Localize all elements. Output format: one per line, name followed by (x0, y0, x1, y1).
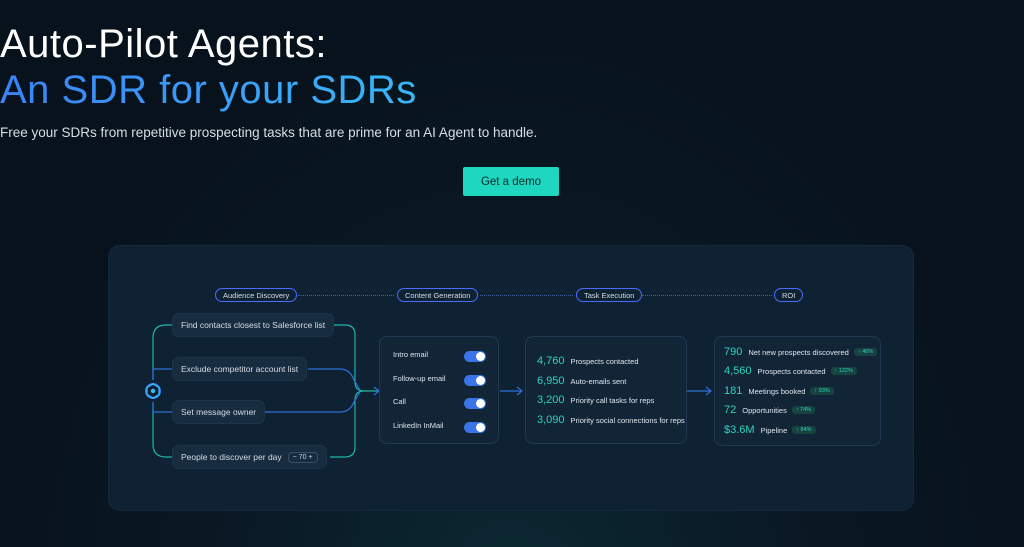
hero-subtitle: Free your SDRs from repetitive prospecti… (0, 125, 538, 140)
stat-value: $3.6M (724, 424, 755, 436)
toggle-label: LinkedIn InMail (393, 421, 444, 430)
stat-label: Prospects contacted (570, 356, 639, 366)
stat-value: 3,200 (537, 394, 565, 406)
stat-label: Net new prospects discovered (748, 347, 849, 357)
stat-label: Priority call tasks for reps (570, 395, 655, 405)
roi-stat: 72 Opportunities ↑ 74% (724, 404, 816, 416)
trend-badge: ↑ 74% (791, 406, 816, 414)
step-label: Find contacts closest to Salesforce list (181, 320, 326, 330)
stat-label: Priority social connections for reps (570, 415, 685, 425)
hero-title-line2: An SDR for your SDRs (0, 68, 1024, 113)
task-stat: 3,200 Priority call tasks for reps (537, 394, 654, 406)
intro-email-toggle[interactable] (464, 351, 486, 362)
toggle-label: Intro email (393, 350, 429, 359)
phase-connector (642, 295, 772, 296)
agent-logo-icon (142, 380, 164, 402)
stat-value: 181 (724, 385, 743, 397)
step-label: Set message owner (181, 407, 257, 417)
step-label: Exclude competitor account list (181, 364, 299, 374)
stat-label: Pipeline (760, 425, 788, 435)
stat-label: Opportunities (742, 405, 787, 415)
roi-card (714, 336, 881, 446)
toggle-label: Call (393, 397, 406, 406)
phase-connector (480, 295, 573, 296)
hero-title-line1: Auto-Pilot Agents: (0, 22, 327, 66)
task-stat: 6,950 Auto-emails sent (537, 375, 626, 387)
step-exclude-competitors[interactable]: Exclude competitor account list (172, 357, 308, 381)
stat-value: 790 (724, 346, 743, 358)
phase-task-execution: Task Execution (576, 288, 643, 302)
phase-content-generation: Content Generation (397, 288, 479, 302)
phase-connector (298, 295, 394, 296)
stat-value: 3,090 (537, 414, 565, 426)
trend-badge: ↑ 84% (792, 426, 816, 434)
linkedin-inmail-toggle[interactable] (464, 422, 486, 433)
roi-stat: $3.6M Pipeline ↑ 84% (724, 424, 816, 436)
stat-value: 6,950 (537, 375, 565, 387)
stat-label: Auto-emails sent (570, 376, 627, 386)
step-label: People to discover per day (181, 452, 282, 462)
roi-stat: 4,560 Prospects contacted ↑ 122% (724, 365, 857, 377)
roi-stat: 790 Net new prospects discovered ↑ 46% (724, 346, 878, 358)
toggle-label: Follow-up email (393, 374, 446, 383)
quantity-stepper[interactable]: − 70 + (287, 451, 318, 463)
stat-value: 4,760 (537, 355, 565, 367)
call-toggle[interactable] (464, 398, 486, 409)
task-stat: 3,090 Priority social connections for re… (537, 414, 685, 426)
task-execution-card (525, 336, 687, 444)
phase-audience-discovery: Audience Discovery (215, 288, 298, 302)
phase-roi: ROI (774, 288, 804, 302)
task-stat: 4,760 Prospects contacted (537, 355, 639, 367)
stat-value: 4,560 (724, 365, 752, 377)
trend-badge: ↑ 46% (853, 348, 878, 356)
stat-value: 72 (724, 404, 737, 416)
step-people-per-day[interactable]: People to discover per day − 70 + (172, 445, 327, 469)
get-demo-button[interactable]: Get a demo (463, 167, 559, 196)
stat-label: Meetings booked (748, 386, 806, 396)
roi-stat: 181 Meetings booked ↑ 93% (724, 385, 834, 397)
step-set-message-owner[interactable]: Set message owner (172, 400, 266, 424)
follow-up-email-toggle[interactable] (464, 375, 486, 386)
trend-badge: ↑ 93% (810, 387, 834, 395)
stat-label: Prospects contacted (757, 366, 826, 376)
step-find-contacts[interactable]: Find contacts closest to Salesforce list (172, 313, 335, 337)
trend-badge: ↑ 122% (830, 367, 857, 375)
